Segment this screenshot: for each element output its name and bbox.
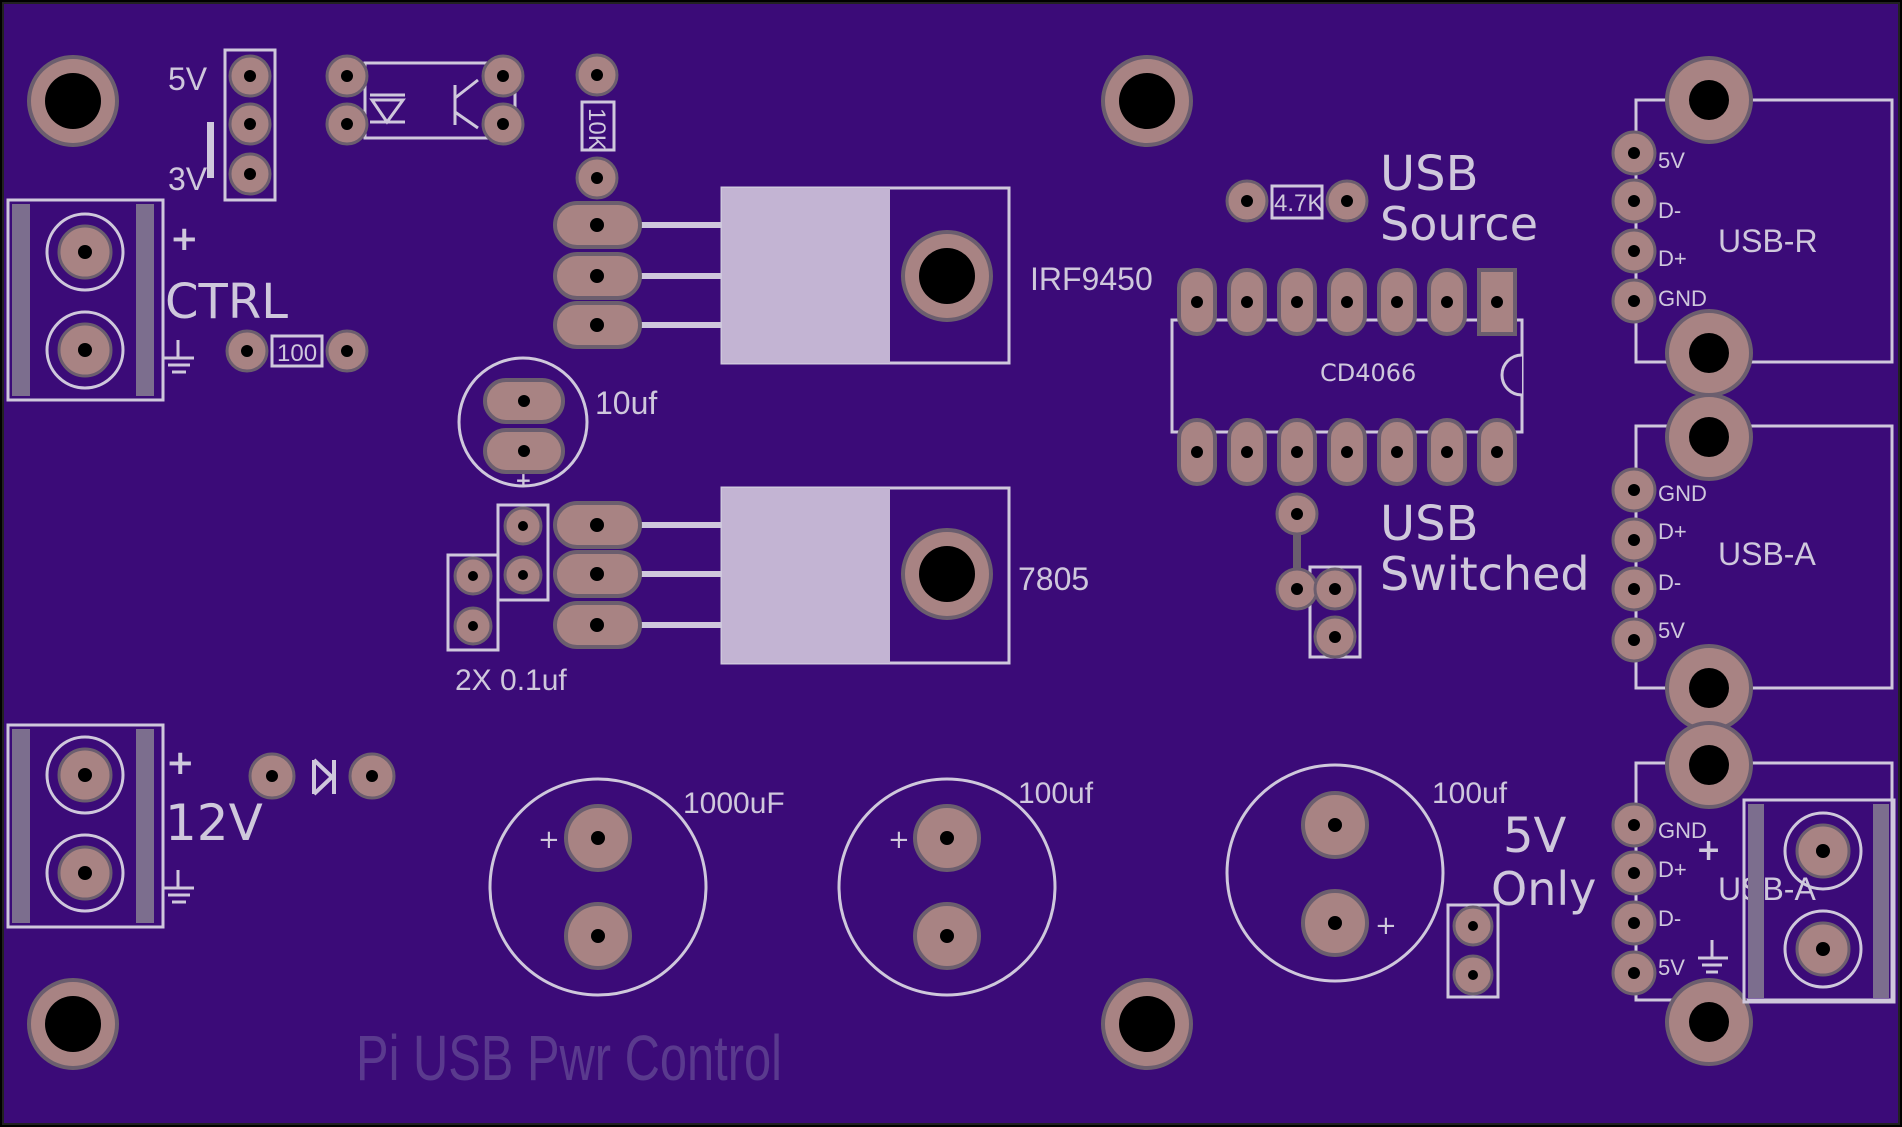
caps-label: 2X 0.1uf (455, 664, 567, 697)
ic-cd4066: CD4066 (1170, 268, 1524, 486)
v12-plus-label: + (166, 743, 195, 783)
ic-bottom-pins (1177, 418, 1517, 486)
cap-100uf-a-label: 100uf (1018, 777, 1094, 810)
five-v-only-label-2: Only (1491, 862, 1596, 916)
resistor-10k-label: 10K (583, 108, 610, 151)
board-title: Pi USB Pwr Control (356, 1022, 782, 1094)
svg-text:Source: Source (1380, 197, 1538, 251)
resistor-4-7k-label: 4.7K (1274, 190, 1323, 217)
svg-text:GND: GND (1658, 818, 1707, 843)
regulator-label: 7805 (1018, 561, 1089, 597)
capacitor-10uf: 10uf + (457, 356, 657, 492)
ic-top-pins (1177, 268, 1517, 336)
five-v-only-label-1: 5V (1503, 808, 1567, 864)
regulator-7805: 7805 (553, 486, 1089, 665)
svg-text:D+: D+ (1658, 857, 1687, 882)
usb-r-connector: 5V D- D+ GND USB-R (1611, 56, 1894, 397)
diode (248, 752, 396, 800)
header-5v-label: 5V (168, 61, 208, 97)
ctrl-plus-label: + (170, 219, 199, 259)
ctrl-label: CTRL (165, 274, 288, 330)
usb-a-connector-1: GND D+ D- 5V USB-A (1611, 393, 1894, 732)
svg-text:5V: 5V (1658, 618, 1685, 643)
voltage-select-header: 5V 3V (168, 48, 277, 202)
header-3v-label: 3V (168, 161, 208, 197)
ground-symbol-icon (164, 340, 194, 374)
cap-10uf-plus: + (515, 468, 532, 492)
usb-a-connector-2: GND D+ D- 5V USB-A (1611, 721, 1894, 1066)
usb-r-label: USB-R (1718, 223, 1818, 259)
capacitor-1000uf: 1000uF + (488, 777, 785, 997)
capacitor-100uf-a: 100uf + (837, 777, 1094, 997)
svg-text:USB: USB (1380, 496, 1479, 552)
cap-100uf-b-label: 100uf (1432, 777, 1508, 810)
v12-label: 12V (165, 794, 263, 852)
v5-output-terminal-block: + (1696, 798, 1896, 1004)
cap-1000uf-plus: + (538, 825, 560, 855)
svg-text:D-: D- (1658, 198, 1681, 223)
svg-text:GND: GND (1658, 286, 1707, 311)
v12-terminal-block: + 12V (6, 723, 263, 929)
svg-text:Switched: Switched (1380, 547, 1590, 601)
v5-output-plus: + (1696, 833, 1721, 868)
five-v-only: 5V Only (1446, 808, 1596, 999)
usb-switched-label: USB Switched (1380, 496, 1590, 601)
svg-text:D+: D+ (1658, 519, 1687, 544)
capacitors-2x-0-1uf: 2X 0.1uf (446, 503, 567, 697)
diode-symbol-icon (312, 758, 336, 796)
ctrl-terminal-block: + CTRL (6, 198, 288, 402)
svg-text:D-: D- (1658, 906, 1681, 931)
usb-a1-label: USB-A (1718, 536, 1816, 572)
resistor-4-7k: 4.7K (1225, 179, 1369, 223)
mosfet-irf9450: IRF9450 (553, 186, 1153, 365)
cap-100uf-b-plus: + (1375, 911, 1397, 941)
mounting-holes (27, 55, 1193, 1070)
optocoupler-symbol-icon (369, 78, 479, 130)
cap-1000uf-label: 1000uF (683, 787, 785, 820)
svg-text:5V: 5V (1658, 148, 1685, 173)
cap-10uf-label: 10uf (595, 385, 657, 421)
cap-100uf-a-plus: + (888, 825, 910, 855)
svg-text:USB: USB (1380, 146, 1479, 202)
ground-symbol-icon (164, 870, 194, 904)
svg-text:5V: 5V (1658, 955, 1685, 980)
optocoupler (325, 54, 525, 146)
usb-a2-label: USB-A (1718, 871, 1816, 907)
usb-switched-jumper (1275, 492, 1362, 659)
svg-text:D+: D+ (1658, 246, 1687, 271)
resistor-10k: 10K (575, 53, 619, 200)
resistor-100: 100 (225, 329, 369, 373)
usb-source-label: USB Source (1380, 146, 1538, 251)
svg-text:GND: GND (1658, 481, 1707, 506)
svg-text:D-: D- (1658, 570, 1681, 595)
resistor-100-label: 100 (277, 340, 317, 367)
ground-symbol-icon (1698, 940, 1728, 974)
ic-label: CD4066 (1320, 359, 1416, 387)
capacitor-100uf-b: 100uf + (1225, 763, 1508, 983)
mosfet-label: IRF9450 (1030, 261, 1153, 297)
